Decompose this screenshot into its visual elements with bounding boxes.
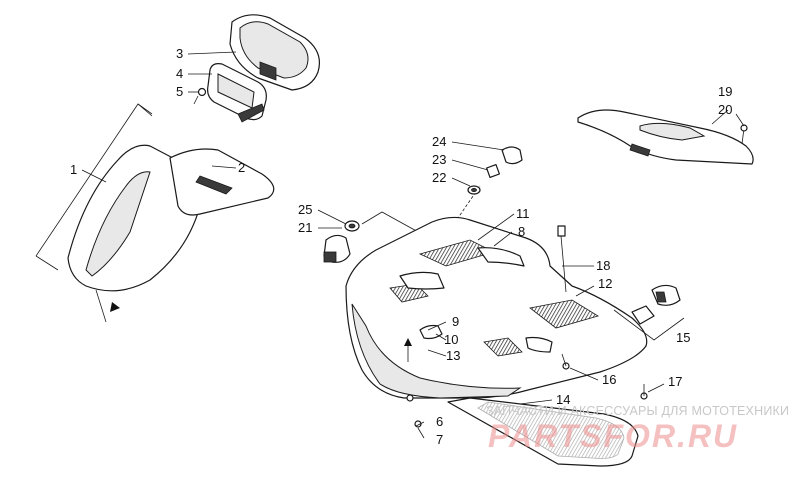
part-19-panel-edge (629, 143, 651, 157)
dash-panel-assembly (345, 185, 648, 467)
callout-6: 6 (436, 414, 443, 429)
callout-1: 1 (70, 162, 77, 177)
part-14-floor-texture (477, 401, 625, 459)
watermark-logo: PARTSFOR.RU (488, 418, 739, 454)
switch-components (323, 146, 523, 263)
part-3-gauge-bracket (259, 61, 277, 81)
callout-15: 15 (676, 330, 690, 345)
callout-4: 4 (176, 66, 183, 81)
part-15-switch-b (631, 305, 655, 325)
part-2-cowl (169, 148, 275, 216)
part-15-switch-group (613, 284, 685, 341)
part-20-screw (740, 124, 748, 145)
part-9-button (419, 324, 443, 340)
callout-2: 2 (238, 160, 245, 175)
watermark-tagline: ЗАПЧАСТИ И АКСЕССУАРЫ ДЛЯ МОТОТЕХНИКИ (486, 404, 790, 418)
part-23-spacer (485, 163, 501, 179)
callout-21: 21 (298, 220, 312, 235)
part-10-center-grille (483, 337, 523, 357)
callout-18: 18 (596, 258, 610, 273)
callout-14: 14 (556, 392, 570, 407)
part-6-screw (406, 394, 414, 402)
callout-7: 7 (436, 432, 443, 447)
part-16-screw (561, 353, 570, 370)
part-4-cradle-edge (237, 103, 265, 123)
part-5-screw (193, 87, 207, 105)
part-18-bolt (557, 225, 567, 293)
part-1-windshield-reflection (85, 171, 151, 277)
callout-3: 3 (176, 46, 183, 61)
windshield-assembly (35, 103, 275, 323)
callout-labels: 1 2 3 4 5 6 7 8 9 10 11 12 13 14 15 16 1… (70, 46, 732, 447)
callout-11: 11 (516, 206, 530, 221)
part-24-knob (501, 146, 523, 165)
part-17-screw (640, 384, 648, 400)
callout-25: 25 (298, 202, 312, 217)
callout-5: 5 (176, 84, 183, 99)
callout-17: 17 (668, 374, 682, 389)
leader-lines (81, 51, 745, 439)
callout-13: 13 (446, 348, 460, 363)
part-3-gauge-face (239, 21, 309, 79)
callout-20: 20 (718, 102, 732, 117)
gauge-assembly (193, 14, 321, 123)
part-21-switch-base (323, 251, 337, 263)
callout-10: 10 (444, 332, 458, 347)
dash-left-pocket (399, 271, 445, 290)
callout-24: 24 (432, 134, 446, 149)
side-panel-assembly (577, 109, 754, 165)
part-12-right-grille (529, 299, 599, 329)
direction-arrow-left (110, 302, 120, 312)
part-8-upper-ridge (477, 247, 525, 267)
dash-right-pocket (525, 336, 553, 353)
callout-9: 9 (452, 314, 459, 329)
part-2-cowl-vent (195, 175, 233, 195)
callout-19: 19 (718, 84, 732, 99)
callout-16: 16 (602, 372, 616, 387)
callout-12: 12 (598, 276, 612, 291)
direction-arrow-center (404, 338, 412, 346)
callout-8: 8 (518, 224, 525, 239)
callout-22: 22 (432, 170, 446, 185)
part-19-panel-recess (639, 122, 706, 141)
part-14-dash-lower-lip (351, 303, 522, 399)
callout-23: 23 (432, 152, 446, 167)
